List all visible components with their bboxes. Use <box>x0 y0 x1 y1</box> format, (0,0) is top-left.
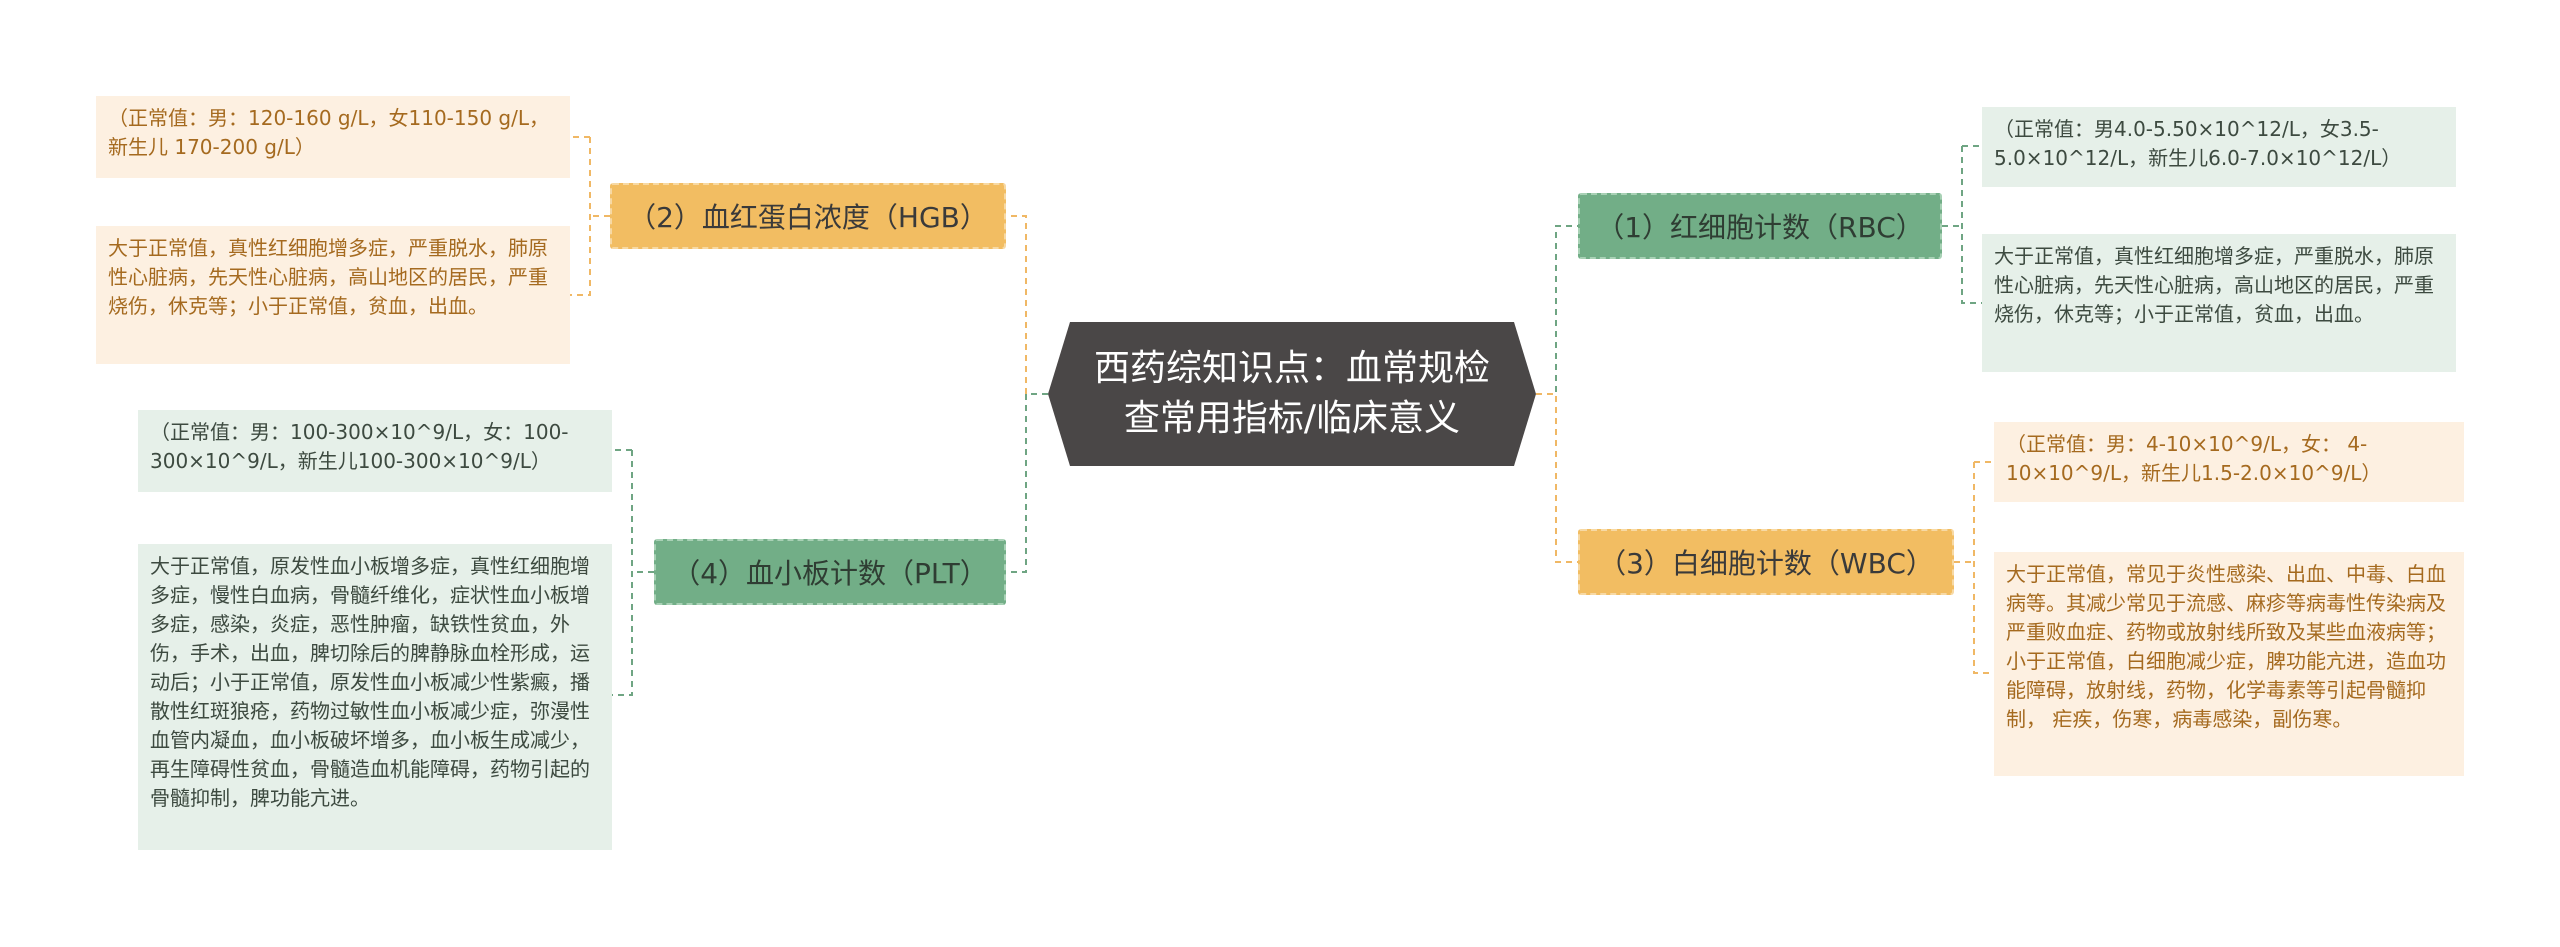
leaf-plt-normal[interactable]: （正常值：男：100-300×10^9/L，女：100-300×10^9/L，新… <box>138 410 612 492</box>
leaf-plt-normal-text: （正常值：男：100-300×10^9/L，女：100-300×10^9/L，新… <box>150 420 569 473</box>
leaf-hgb-normal-text: （正常值：男：120-160 g/L，女110-150 g/L，新生儿 170-… <box>108 106 549 159</box>
leaf-rbc-normal-text: （正常值：男4.0-5.50×10^12/L，女3.5-5.0×10^12/L，… <box>1994 117 2402 170</box>
leaf-hgb-meaning[interactable]: 大于正常值，真性红细胞增多症，严重脱水，肺原性心脏病，先天性心脏病，高山地区的居… <box>96 226 570 364</box>
branch-wbc[interactable]: （3）白细胞计数（WBC） <box>1578 529 1954 595</box>
leaf-wbc-normal-text: （正常值：男：4-10×10^9/L，女： 4-10×10^9/L，新生儿1.5… <box>2006 432 2382 485</box>
connector-plt-leaves <box>612 449 654 696</box>
branch-plt[interactable]: （4）血小板计数（PLT） <box>654 539 1006 605</box>
connector-root-rbc <box>1536 225 1578 395</box>
connector-rbc-leaves <box>1942 145 1982 304</box>
leaf-rbc-meaning-text: 大于正常值，真性红细胞增多症，严重脱水，肺原性心脏病，先天性心脏病，高山地区的居… <box>1994 244 2434 326</box>
connector-root-hgb <box>1006 215 1048 395</box>
leaf-wbc-normal[interactable]: （正常值：男：4-10×10^9/L，女： 4-10×10^9/L，新生儿1.5… <box>1994 422 2464 502</box>
branch-wbc-label: （3）白细胞计数（WBC） <box>1598 547 1934 580</box>
connector-root-wbc <box>1536 393 1578 563</box>
branch-plt-label: （4）血小板计数（PLT） <box>672 557 988 590</box>
leaf-plt-meaning[interactable]: 大于正常值，原发性血小板增多症，真性红细胞增多症，慢性白血病，骨髓纤维化，症状性… <box>138 544 612 850</box>
leaf-wbc-meaning-text: 大于正常值，常见于炎性感染、出血、中毒、白血病等。其减少常见于流感、麻疹等病毒性… <box>2006 562 2446 731</box>
branch-hgb[interactable]: （2）血红蛋白浓度（HGB） <box>610 183 1006 249</box>
branch-rbc-label: （1）红细胞计数（RBC） <box>1596 211 1924 244</box>
branch-rbc[interactable]: （1）红细胞计数（RBC） <box>1578 193 1942 259</box>
leaf-rbc-normal[interactable]: （正常值：男4.0-5.50×10^12/L，女3.5-5.0×10^12/L，… <box>1982 107 2456 187</box>
connector-root-plt <box>1006 393 1048 573</box>
branch-hgb-label: （2）血红蛋白浓度（HGB） <box>628 201 988 234</box>
leaf-plt-meaning-text: 大于正常值，原发性血小板增多症，真性红细胞增多症，慢性白血病，骨髓纤维化，症状性… <box>150 554 590 810</box>
connector-wbc-leaves <box>1954 461 1994 674</box>
root-title: 西药综知识点：血常规检查常用指标/临床意义 <box>1093 348 1490 439</box>
connector-hgb-leaves <box>570 136 610 296</box>
leaf-wbc-meaning[interactable]: 大于正常值，常见于炎性感染、出血、中毒、白血病等。其减少常见于流感、麻疹等病毒性… <box>1994 552 2464 776</box>
leaf-rbc-meaning[interactable]: 大于正常值，真性红细胞增多症，严重脱水，肺原性心脏病，先天性心脏病，高山地区的居… <box>1982 234 2456 372</box>
root-topic[interactable]: 西药综知识点：血常规检查常用指标/临床意义 <box>1048 322 1536 466</box>
leaf-hgb-normal[interactable]: （正常值：男：120-160 g/L，女110-150 g/L，新生儿 170-… <box>96 96 570 178</box>
leaf-hgb-meaning-text: 大于正常值，真性红细胞增多症，严重脱水，肺原性心脏病，先天性心脏病，高山地区的居… <box>108 236 548 318</box>
